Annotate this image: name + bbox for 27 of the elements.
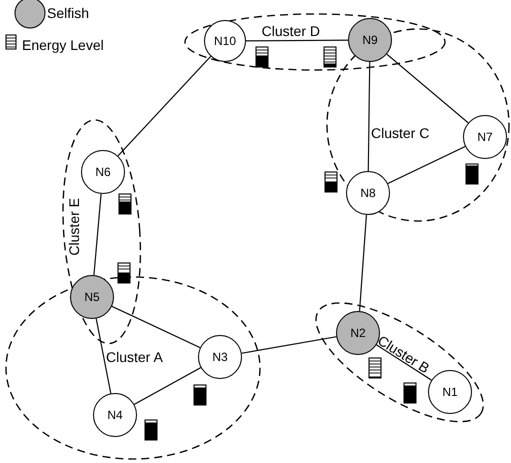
network-node: N8	[346, 171, 390, 215]
network-node: N3	[198, 335, 242, 379]
legend-label: Energy Level	[22, 37, 104, 53]
selfish-node: N5	[70, 275, 114, 319]
selfish-node: N2	[336, 310, 380, 355]
network-node: N1	[428, 370, 472, 414]
network-node: N10	[204, 20, 246, 62]
link-line	[388, 146, 466, 184]
link-line	[359, 214, 367, 312]
legend-label: Selfish	[47, 5, 90, 21]
network-node: N7	[463, 115, 507, 159]
link-line	[93, 194, 102, 276]
cluster-label: Cluster E	[66, 198, 82, 256]
link-line	[246, 40, 348, 42]
link-line	[242, 336, 336, 354]
cluster-label: Cluster C	[371, 126, 430, 141]
link-line	[96, 318, 112, 394]
network-node: N6	[80, 150, 125, 194]
link-line	[376, 344, 432, 381]
link-line	[134, 367, 202, 405]
link-line	[386, 54, 469, 124]
link-line	[118, 56, 212, 156]
link-line	[112, 306, 200, 348]
cluster-label: Cluster D	[260, 24, 320, 39]
link-line	[368, 62, 370, 171]
cluster-label: Cluster A	[106, 350, 164, 365]
network-node: N4	[93, 393, 137, 437]
